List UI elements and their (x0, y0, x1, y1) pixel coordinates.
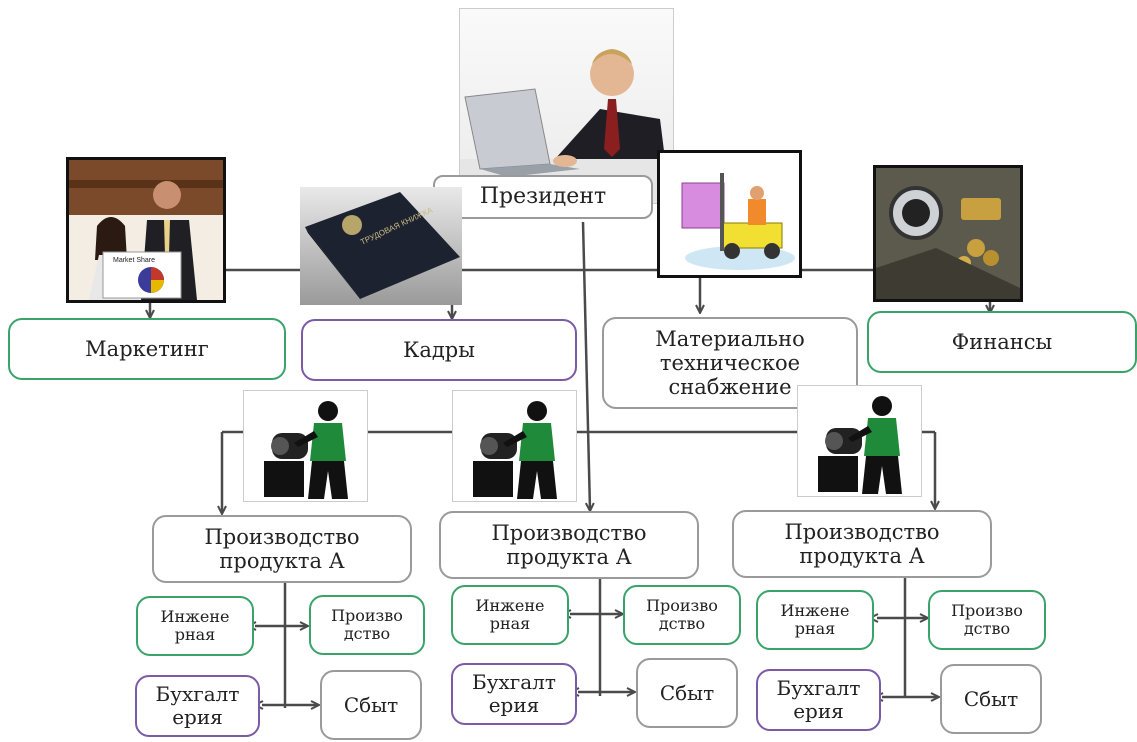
unit-2-production-label: Произво дство (646, 595, 718, 633)
worker-machine-icon (264, 401, 348, 499)
president-label: Президент (479, 184, 607, 210)
unit-3-engineering: Инжене рная (756, 590, 874, 650)
unit-1-engineering: Инжене рная (136, 596, 254, 656)
unit-3-sales: Сбыт (940, 664, 1042, 734)
finance-photo (873, 165, 1023, 302)
unit-1-engineering-label: Инжене рная (160, 606, 230, 644)
production-unit-2: Производство продукта А (439, 511, 699, 579)
employment-book-illustration: ТРУДОВАЯ КНИЖКА (305, 192, 460, 304)
production-unit-2-title: Производство продукта А (491, 520, 647, 569)
production-unit-3: Производство продукта А (732, 510, 992, 578)
businessman-laptop-illustration (460, 49, 673, 203)
unit-1-sales: Сбыт (320, 670, 422, 740)
production-unit-3-title: Производство продукта А (784, 519, 940, 568)
unit-3-accounting-label: Бухгалт ерия (776, 676, 861, 723)
department-finance-label: Финансы (951, 329, 1053, 354)
unit-3-engineering-label: Инжене рная (780, 600, 850, 638)
unit-2-production: Произво дство (623, 585, 741, 645)
department-marketing-label: Маркетинг (85, 336, 209, 361)
unit-2-sales-label: Сбыт (659, 680, 715, 705)
worker-illustration-2 (452, 390, 577, 502)
unit-3-accounting: Бухгалт ерия (756, 669, 881, 731)
unit-2-engineering-label: Инжене рная (475, 595, 545, 633)
unit-2-accounting: Бухгалт ерия (451, 663, 577, 725)
people-chart-illustration: Market Share (69, 160, 223, 300)
supply-photo (657, 150, 802, 278)
unit-2-sales: Сбыт (636, 658, 738, 728)
market-share-text: Market Share (113, 257, 155, 264)
worker-machine-icon (818, 396, 902, 494)
unit-1-accounting-label: Бухгалт ерия (155, 682, 240, 729)
production-unit-1-title: Производство продукта А (204, 524, 360, 573)
worker-machine-icon (473, 401, 557, 499)
department-hr: Кадры (301, 319, 577, 381)
production-unit-1: Производство продукта А (152, 515, 412, 583)
unit-2-accounting-label: Бухгалт ерия (472, 670, 556, 717)
unit-1-sales-label: Сбыт (343, 692, 399, 717)
unit-3-production: Произво дство (928, 590, 1046, 650)
unit-3-production-label: Произво дство (951, 600, 1023, 638)
unit-2-engineering: Инжене рная (451, 585, 569, 645)
president-box: Президент (433, 175, 653, 219)
hr-photo: ТРУДОВАЯ КНИЖКА (300, 187, 462, 305)
department-supply-label: Материально техническое снабжение (655, 326, 805, 400)
worker-illustration-3 (797, 385, 922, 497)
department-marketing: Маркетинг (8, 318, 286, 380)
unit-1-accounting: Бухгалт ерия (135, 675, 260, 737)
forklift-illustration (681, 173, 795, 270)
department-finance: Финансы (867, 311, 1137, 373)
unit-1-production-label: Произво дство (331, 605, 403, 643)
unit-1-production: Произво дство (309, 595, 425, 655)
marketing-photo: Market Share (66, 157, 226, 303)
worker-illustration-1 (243, 390, 368, 502)
unit-3-sales-label: Сбыт (963, 686, 1019, 711)
coins-watch-illustration (876, 168, 1020, 299)
department-hr-label: Кадры (403, 337, 475, 362)
